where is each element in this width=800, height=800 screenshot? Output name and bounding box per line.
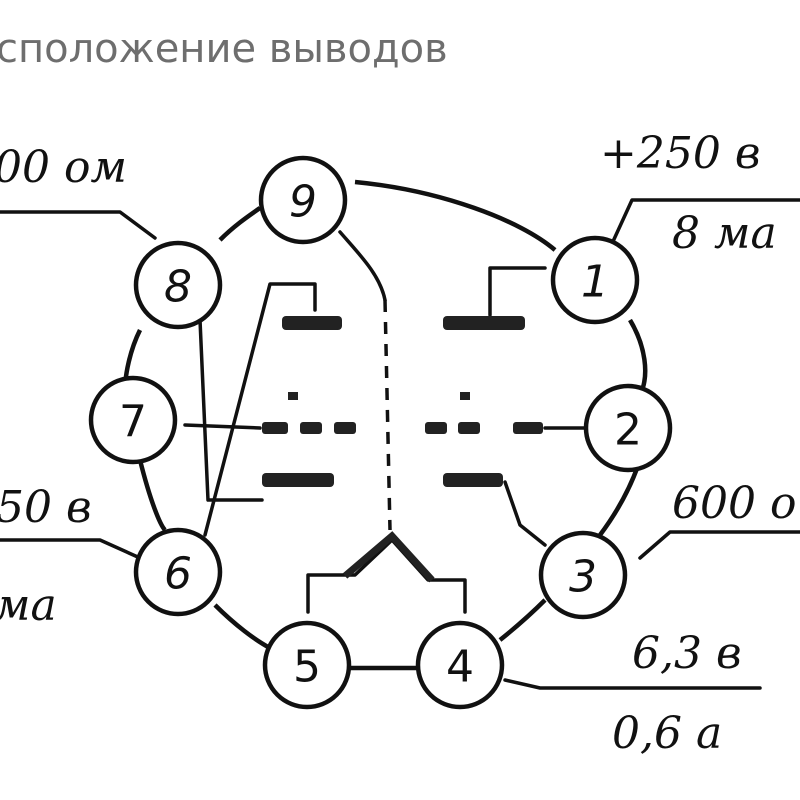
tick-right xyxy=(460,392,470,400)
pin-1-label: 1 xyxy=(581,257,609,308)
heater-voltage-note: 6,3 в xyxy=(632,628,742,679)
tick-left xyxy=(288,392,298,400)
pin-8-label: 8 xyxy=(164,262,192,313)
left-grid-mark-2 xyxy=(300,422,322,434)
left-grid-mark-1 xyxy=(262,422,288,434)
pin-6: 6 xyxy=(133,527,223,617)
right-cathode xyxy=(443,473,503,487)
left-grid-mark-3 xyxy=(334,422,356,434)
cathode-3-resistor-note: 600 о xyxy=(672,478,796,529)
pin-3: 3 xyxy=(538,530,628,620)
anode-6-current-note: ма xyxy=(0,580,57,631)
pin-4-label: 4 xyxy=(446,642,474,693)
anode-1-voltage-note: +250 в xyxy=(600,128,760,179)
anode-6-voltage-note: 50 в xyxy=(0,482,92,533)
pin-8: 8 xyxy=(133,240,223,330)
right-grid-mark-3 xyxy=(513,422,543,434)
pin-9: 9 xyxy=(258,155,348,245)
cathode-8-resistor-note: 00 ом xyxy=(0,142,127,193)
pin-6-label: 6 xyxy=(164,549,192,600)
heater-current-note: 0,6 а xyxy=(612,708,722,759)
pin-2: 2 xyxy=(583,383,673,473)
pin-2-label: 2 xyxy=(614,405,642,456)
pin-5-label: 5 xyxy=(293,642,321,693)
anode-1-current-note: 8 ма xyxy=(672,208,777,259)
internal-wiring xyxy=(183,230,587,614)
electrodes xyxy=(262,316,543,487)
pin-7-label: 7 xyxy=(119,397,147,448)
left-anode-plate xyxy=(282,316,342,330)
right-anode-plate xyxy=(443,316,525,330)
pin-4: 4 xyxy=(415,620,505,710)
left-cathode xyxy=(262,473,334,487)
external-leads xyxy=(0,198,800,690)
right-grid-mark-2 xyxy=(458,422,480,434)
pin-3-label: 3 xyxy=(569,552,597,603)
pin-7: 7 xyxy=(88,375,178,465)
right-grid-mark-1 xyxy=(425,422,447,434)
pin-9-label: 9 xyxy=(289,177,317,228)
page-title: сположение выводов xyxy=(0,26,448,72)
pin-1: 1 xyxy=(550,235,640,325)
pin-5: 5 xyxy=(262,620,352,710)
